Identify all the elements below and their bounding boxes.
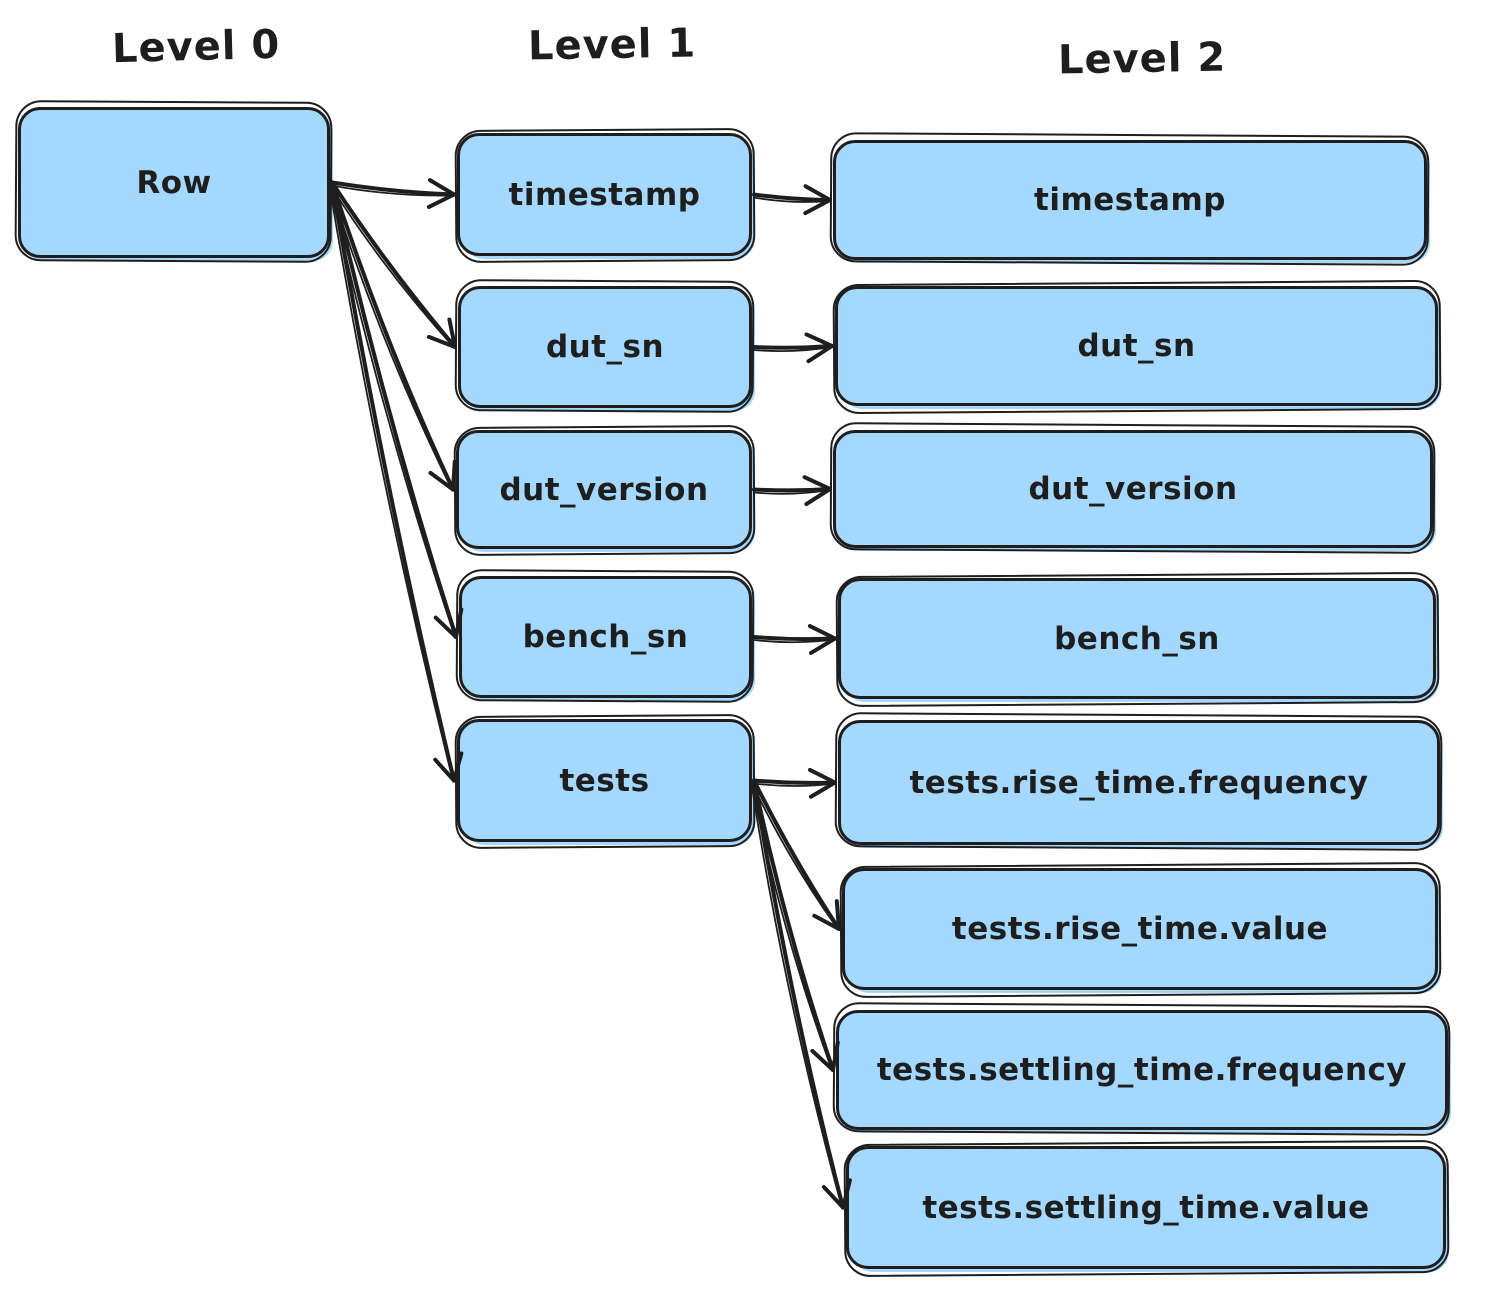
node-label: tests.settling_time.frequency: [876, 1052, 1408, 1088]
node-tests-settling-time-value: tests.settling_time.value: [846, 1146, 1446, 1269]
node-dut-sn-level2: dut_sn: [835, 286, 1438, 406]
node-label: dut_sn: [1077, 328, 1196, 364]
node-label: dut_version: [1028, 471, 1238, 507]
arrow-bench_sn1-to-bench_sn2: [752, 624, 837, 655]
arrow-tests1-to-settle_freq2: [750, 778, 840, 1072]
node-label: bench_sn: [1054, 620, 1220, 657]
node-tests-rise-time-frequency: tests.rise_time.frequency: [838, 720, 1440, 845]
arrow-tests1-to-rise_freq2: [752, 767, 837, 799]
node-label: timestamp: [508, 176, 701, 213]
node-tests-settling-time-frequency: tests.settling_time.frequency: [836, 1010, 1448, 1130]
arrow-row-to-dut_sn1: [328, 180, 457, 349]
arrow-tests1-to-rise_value2: [750, 778, 841, 931]
node-label: tests.settling_time.value: [922, 1189, 1370, 1226]
node-tests-level1: tests: [457, 719, 752, 842]
arrow-row-to-tests1: [328, 180, 464, 783]
column-header-level-1: Level 1: [527, 20, 697, 70]
node-row: Row: [18, 107, 330, 258]
column-header-level-2: Level 2: [1057, 34, 1227, 84]
arrow-row-to-bench_sn1: [328, 180, 464, 639]
arrow-dut_sn1-to-dut_sn2: [752, 332, 834, 364]
node-label: bench_sn: [522, 619, 689, 655]
node-tests-rise-time-value: tests.rise_time.value: [842, 868, 1438, 990]
node-label: tests: [559, 762, 650, 799]
column-header-level-0: Level 0: [111, 21, 281, 73]
node-label: timestamp: [1034, 182, 1226, 218]
node-timestamp-level1: timestamp: [457, 133, 752, 256]
node-bench-sn-level2: bench_sn: [838, 578, 1436, 699]
node-dut-version-level1: dut_version: [456, 430, 752, 549]
node-dut-version-level2: dut_version: [833, 430, 1433, 548]
arrow-row-to-dut_version1: [328, 180, 457, 492]
node-dut-sn-level1: dut_sn: [458, 286, 752, 408]
arrow-timestamp1-to-timestamp2: [752, 184, 832, 216]
arrow-tests1-to-settle_value2: [750, 778, 852, 1210]
node-label: dut_version: [499, 471, 709, 508]
node-bench-sn-level1: bench_sn: [459, 576, 752, 698]
node-label: tests.rise_time.value: [951, 911, 1329, 947]
arrow-dut_version1-to-dut_version2: [752, 475, 832, 507]
node-label: Row: [136, 164, 212, 201]
node-timestamp-level2: timestamp: [833, 140, 1427, 260]
arrow-row-to-timestamp1: [330, 178, 456, 209]
node-label: dut_sn: [545, 329, 665, 365]
node-label: tests.rise_time.frequency: [909, 764, 1369, 801]
